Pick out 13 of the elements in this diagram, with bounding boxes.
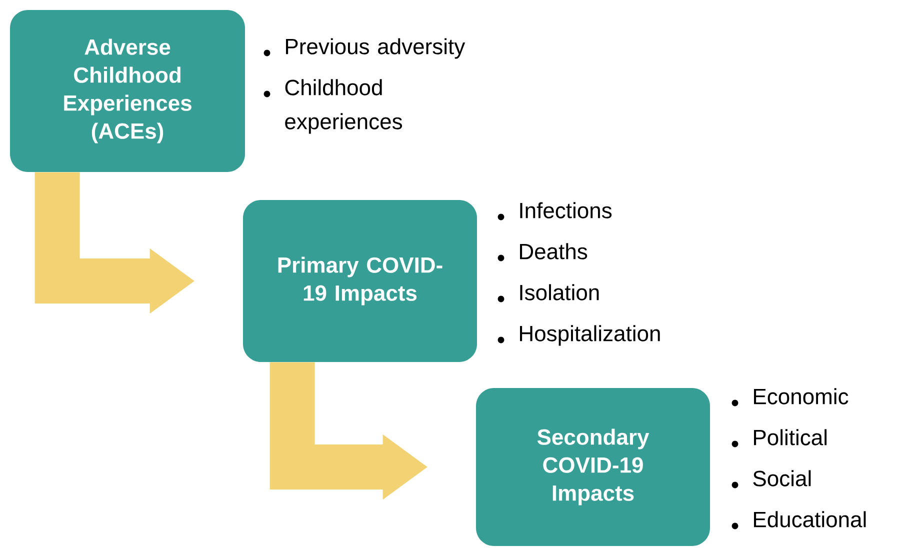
bullet-item: Isolation [520,284,599,300]
bullet-item: Economic [754,388,848,404]
process-box: Primary COVID-19 Impacts [243,200,477,362]
bullet-item: Infections [520,202,612,218]
process-box: Secondary COVID-19 Impacts [476,388,710,546]
bullet-item: Political [754,429,827,446]
bullet-item: Deaths [520,243,588,260]
bullet-item: Previous adversity [286,38,466,59]
bullet-item: Hospitalization [520,325,660,346]
bullet-item: Educational [754,511,866,528]
bullet-item: Childhood experiences [285,79,402,134]
process-box: Adverse Childhood Experiences (ACEs) [10,10,245,172]
bullet-item: Social [753,470,811,486]
